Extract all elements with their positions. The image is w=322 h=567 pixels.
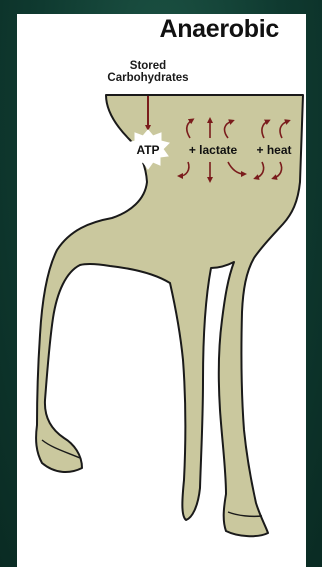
- energy-source-line-2: Carbohydrates: [83, 72, 213, 84]
- energy-source-label: Stored Carbohydrates: [83, 60, 213, 84]
- energy-source-line-1: Stored: [83, 60, 213, 72]
- lactate-label: + lactate: [189, 143, 238, 157]
- heat-label: + heat: [256, 143, 291, 157]
- atp-label: ATP: [136, 143, 159, 157]
- horse-hindleg-illustration: [36, 95, 303, 536]
- diagram-title: Anaerobic: [0, 15, 322, 44]
